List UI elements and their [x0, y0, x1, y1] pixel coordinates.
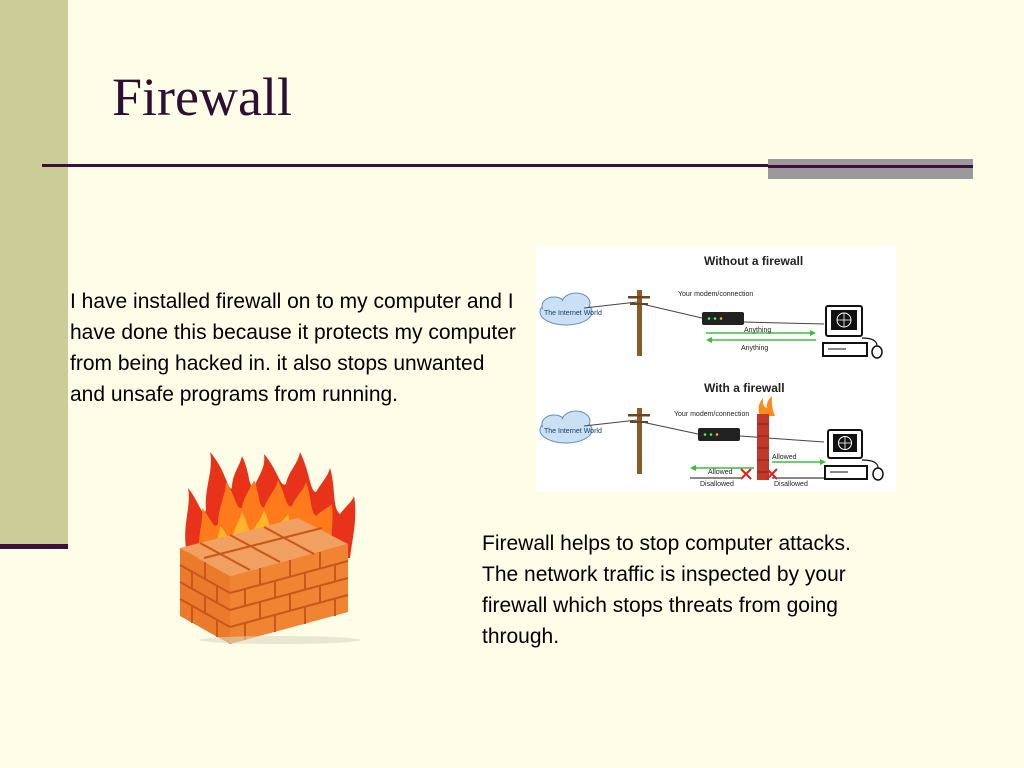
slide-title: Firewall — [112, 67, 292, 127]
block-x-icon — [766, 468, 778, 480]
modem-label: Your modem/connection — [678, 291, 753, 298]
sidebar-foot-rule — [0, 544, 68, 549]
cloud-icon — [539, 292, 593, 326]
utility-pole-icon — [628, 290, 650, 356]
cloud-icon — [539, 410, 593, 444]
cloud-label: The Internet World — [544, 310, 602, 317]
anything-label-in: Anything — [741, 345, 768, 352]
anything-label-out: Anything — [744, 327, 771, 334]
modem-label: Your modem/connection — [674, 411, 749, 418]
cloud-label: The Internet World — [544, 428, 602, 435]
title-rule-accent — [768, 159, 973, 179]
brick-wall-fire-icon — [179, 452, 360, 644]
disallowed-label-left: Disallowed — [700, 481, 734, 488]
title-rule — [42, 164, 812, 167]
disallowed-label-right: Disallowed — [774, 481, 808, 488]
body-text-installed: I have installed firewall on to my compu… — [70, 290, 516, 406]
sidebar-band — [0, 0, 68, 545]
computer-icon — [822, 305, 883, 359]
block-x-icon — [740, 468, 752, 480]
firewall-tower-icon — [757, 396, 775, 480]
without-firewall-heading: Without a firewall — [704, 254, 803, 268]
body-text-firewall-helps: Firewall helps to stop computer attacks.… — [482, 532, 851, 648]
computer-icon — [824, 429, 884, 481]
utility-pole-icon — [628, 408, 650, 474]
title-rule-accent-line — [768, 165, 973, 168]
allowed-label-left: Allowed — [708, 469, 733, 476]
with-firewall-heading: With a firewall — [704, 381, 785, 395]
allowed-label-right: Allowed — [772, 454, 797, 461]
modem-icon — [698, 428, 740, 441]
firewall-diagram: Without a firewall The Internet World Yo… — [536, 246, 896, 492]
modem-icon — [702, 312, 744, 325]
